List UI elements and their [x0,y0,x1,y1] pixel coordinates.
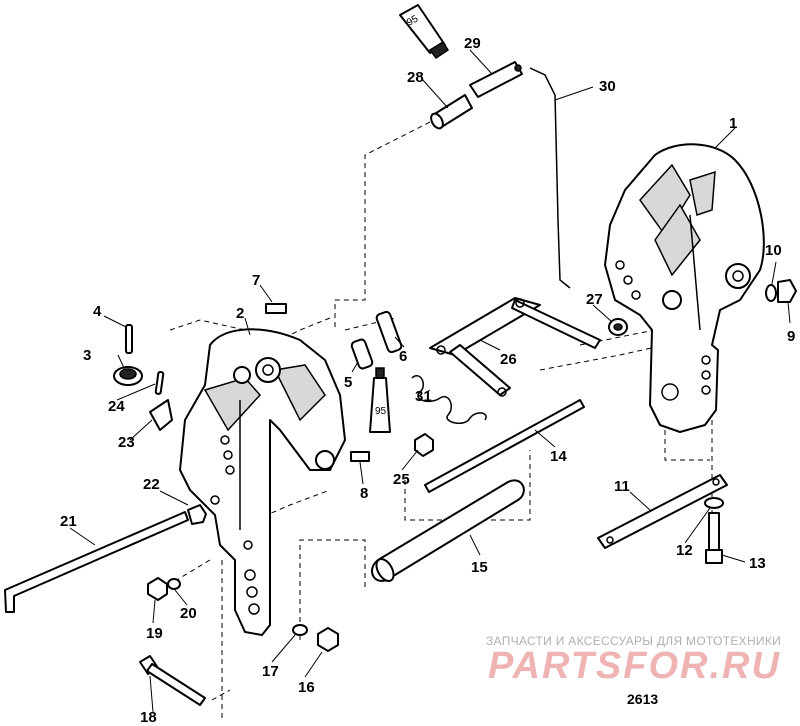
rod-30 [529,67,571,289]
callout-1: 1 [729,115,737,132]
callout-19: 19 [146,625,163,642]
bushing-22 [187,504,207,525]
swivel-cap [113,366,143,386]
callout-4: 4 [93,303,102,320]
callout-12: 12 [676,542,693,559]
grease-tube-top: 95 [399,4,450,60]
pin-24 [154,370,165,395]
plate-7 [265,303,287,314]
tube-label-middle: 95 [375,406,387,417]
watermark-tagline: ЗАПЧАСТИ И АКСЕССУАРЫ ДЛЯ МОТОТЕХНИКИ [486,634,782,648]
callout-23: 23 [118,434,135,451]
callout-2: 2 [236,305,244,322]
callout-16: 16 [298,679,315,696]
washer-17 [292,624,308,636]
watermark-logo: PARTSFOR.RU [488,645,781,687]
figure-number: 2613 [627,691,659,707]
spring-31 [411,375,487,425]
bolt-18 [139,655,206,706]
washer-20 [167,578,181,590]
transom-bracket-left [179,328,346,636]
callout-labels: 1 2 3 4 5 6 7 8 9 10 11 12 13 14 15 16 1… [60,35,795,726]
pin-6 [375,310,403,354]
callout-15: 15 [471,559,488,576]
callout-6: 6 [399,348,407,365]
callout-20: 20 [180,605,197,622]
sleeve-28 [430,94,473,130]
clip-23 [149,399,173,431]
callout-30: 30 [599,78,616,95]
bolt-13 [705,512,723,564]
callout-21: 21 [60,513,77,530]
callout-28: 28 [407,69,424,86]
callout-26: 26 [500,351,517,368]
pin-29 [469,61,523,98]
washer-12 [704,497,724,509]
tie-rod-14 [424,399,585,493]
callout-10: 10 [765,242,782,259]
nut-16 [317,627,339,652]
leader-lines [69,49,791,713]
callout-8: 8 [360,485,368,502]
callout-18: 18 [140,709,157,726]
handle-rod-21 [4,511,189,613]
flat-bar-11 [597,474,728,549]
nut-19 [147,577,168,601]
lever-assembly-26 [429,297,601,397]
callout-25: 25 [393,471,410,488]
callout-27: 27 [586,291,603,308]
callout-31: 31 [415,388,432,405]
pin-4 [125,324,133,354]
grease-tube-middle: 95 [369,367,391,433]
callout-11: 11 [614,478,630,495]
callout-24: 24 [108,398,125,415]
nut-25 [414,433,434,457]
sleeve-5 [350,338,374,370]
callout-22: 22 [143,476,160,493]
callout-14: 14 [550,448,567,465]
callout-29: 29 [464,35,481,52]
callout-5: 5 [344,374,352,391]
knob-27 [608,318,628,336]
tube-label-top: 95 [405,13,421,28]
callout-3: 3 [83,347,91,364]
callout-7: 7 [252,272,260,289]
callout-9: 9 [787,328,795,345]
nut-9 [777,279,797,303]
washer-10 [765,284,777,302]
callout-17: 17 [262,663,279,680]
plate-8 [350,451,370,462]
tube-15 [371,479,525,582]
callout-13: 13 [749,555,766,572]
transom-bracket-right [604,143,765,433]
